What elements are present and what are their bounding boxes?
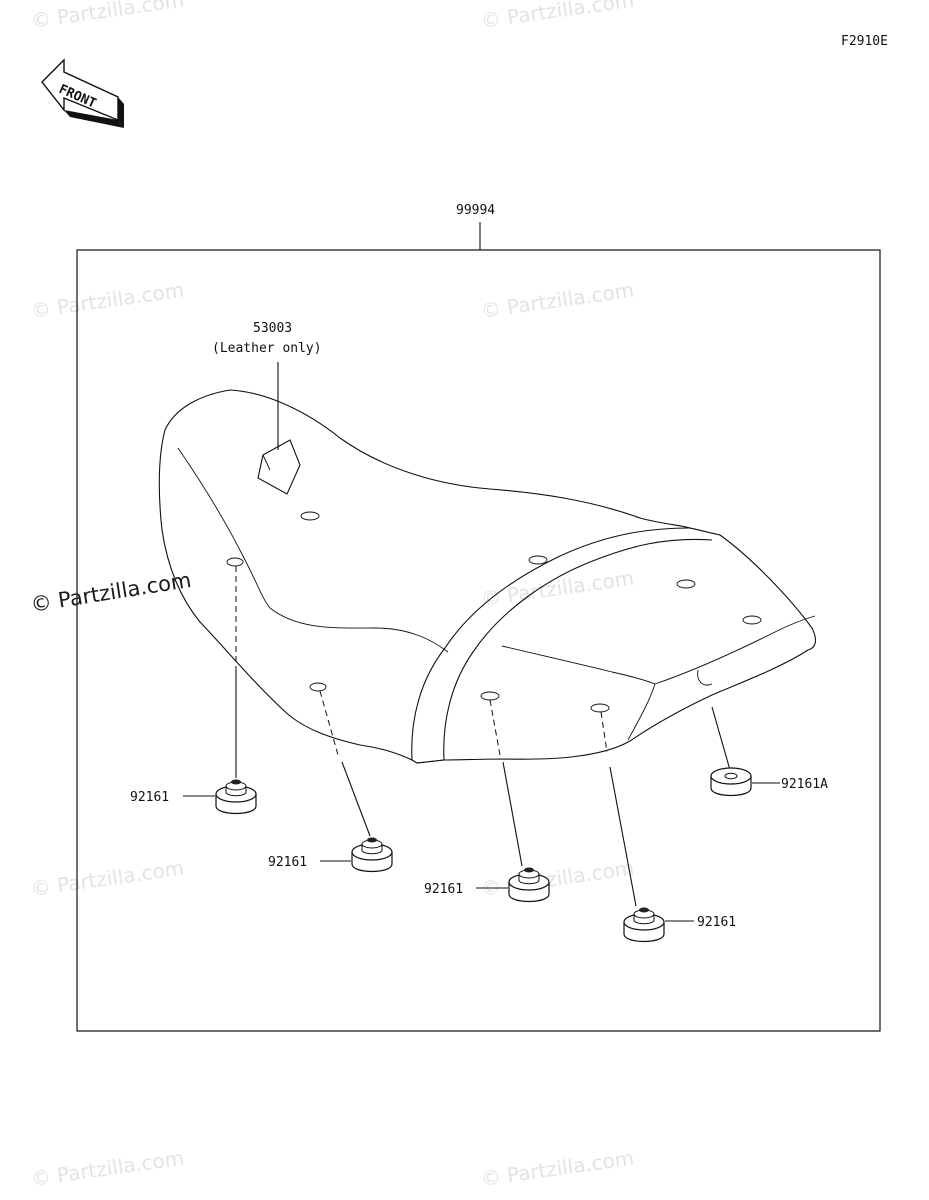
damper-3-guide bbox=[489, 699, 501, 756]
watermark: © Partzilla.com bbox=[479, 566, 635, 611]
watermark: © Partzilla.com bbox=[479, 1146, 635, 1191]
damper-4-guide-solid bbox=[609, 766, 637, 907]
watermark: © Partzilla.com bbox=[29, 856, 185, 901]
damper-1-rubber[interactable] bbox=[215, 779, 257, 815]
part-53003-note: (Leather only) bbox=[212, 341, 322, 356]
part-92161a-label[interactable]: 92161A bbox=[781, 777, 828, 792]
diagram-code: F2910E bbox=[841, 34, 888, 49]
part-92161-label-4[interactable]: 92161 bbox=[697, 915, 736, 930]
damper-a-guide bbox=[711, 706, 731, 771]
damper-4-rubber[interactable] bbox=[623, 907, 665, 943]
damper-3-rubber[interactable] bbox=[508, 867, 550, 903]
part-92161-label-3[interactable]: 92161 bbox=[424, 882, 463, 897]
seat-illustration bbox=[158, 389, 817, 764]
damper-2-rubber[interactable] bbox=[351, 837, 393, 873]
watermark: © Partzilla.com bbox=[29, 0, 185, 33]
front-arrow-icon: FRONT bbox=[41, 58, 124, 128]
assembly-part-label[interactable]: 99994 bbox=[456, 203, 495, 218]
part-92161-label-1[interactable]: 92161 bbox=[130, 790, 169, 805]
watermark: © Partzilla.com bbox=[29, 278, 185, 323]
assembly-frame bbox=[76, 249, 881, 1032]
damper-2-guide-solid bbox=[341, 761, 371, 837]
watermark: © Partzilla.com bbox=[29, 1146, 185, 1191]
damper-3-guide-solid bbox=[502, 761, 523, 867]
part-53003-label[interactable]: 53003 bbox=[253, 321, 292, 336]
watermark-prominent: © Partzilla.com bbox=[29, 568, 193, 617]
watermark: © Partzilla.com bbox=[479, 856, 635, 901]
part-92161-label-2[interactable]: 92161 bbox=[268, 855, 307, 870]
watermark: © Partzilla.com bbox=[479, 0, 635, 33]
damper-a-rubber[interactable] bbox=[710, 767, 752, 797]
damper-2-guide bbox=[319, 690, 339, 756]
damper-4-guide bbox=[600, 711, 608, 753]
watermark: © Partzilla.com bbox=[479, 278, 635, 323]
